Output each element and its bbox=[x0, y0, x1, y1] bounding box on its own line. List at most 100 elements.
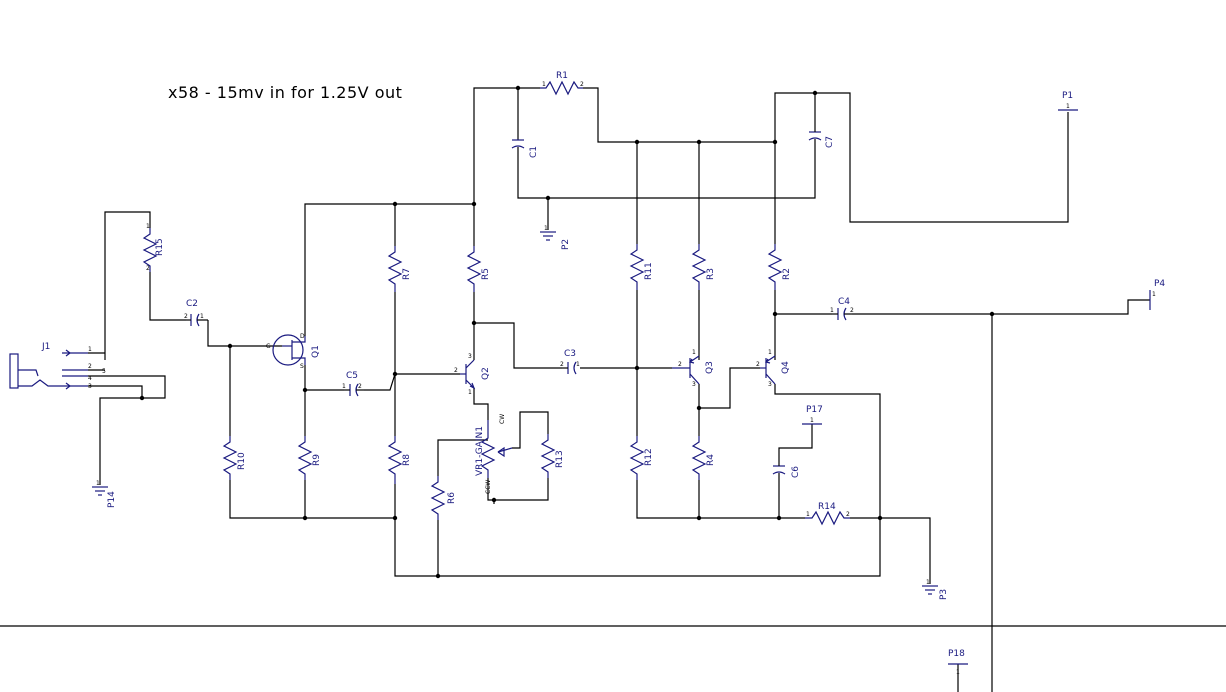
svg-text:R13: R13 bbox=[555, 450, 565, 468]
svg-text:1: 1 bbox=[1066, 103, 1070, 110]
svg-text:1: 1 bbox=[768, 349, 772, 356]
svg-text:1: 1 bbox=[146, 223, 150, 230]
svg-text:2: 2 bbox=[846, 511, 850, 518]
svg-text:5: 5 bbox=[102, 368, 106, 375]
svg-text:CW: CW bbox=[499, 414, 506, 424]
svg-text:R8: R8 bbox=[402, 454, 412, 466]
svg-text:1: 1 bbox=[542, 81, 546, 88]
capacitor-c5: C5 bbox=[344, 371, 364, 397]
resistor-r5: R5 bbox=[466, 246, 491, 292]
svg-text:R6: R6 bbox=[447, 492, 457, 504]
svg-text:R14: R14 bbox=[818, 502, 836, 512]
capacitor-c1: C1 bbox=[511, 130, 539, 160]
svg-text:1: 1 bbox=[806, 511, 810, 518]
resistor-r10: R10 bbox=[222, 436, 247, 480]
ground-p14: P14 bbox=[92, 486, 117, 508]
svg-text:R2: R2 bbox=[782, 268, 792, 280]
svg-text:1: 1 bbox=[88, 346, 92, 353]
svg-text:3: 3 bbox=[768, 381, 772, 388]
svg-text:1: 1 bbox=[956, 669, 960, 676]
svg-text:R15: R15 bbox=[155, 238, 165, 256]
svg-text:P17: P17 bbox=[806, 405, 823, 415]
svg-text:R5: R5 bbox=[481, 268, 491, 280]
svg-text:S: S bbox=[300, 363, 304, 370]
svg-text:2: 2 bbox=[454, 367, 458, 374]
transistor-q1: Q1 bbox=[272, 334, 321, 366]
ground-p3: P3 bbox=[922, 585, 949, 600]
resistor-r1: R1 bbox=[540, 71, 583, 96]
svg-text:1: 1 bbox=[468, 389, 472, 396]
port-p4: P4 bbox=[1149, 279, 1165, 310]
svg-text:1: 1 bbox=[1152, 291, 1156, 298]
svg-text:3: 3 bbox=[692, 381, 696, 388]
svg-text:1: 1 bbox=[830, 307, 834, 314]
capacitor-c6: C6 bbox=[772, 462, 801, 482]
svg-text:Q4: Q4 bbox=[781, 361, 791, 374]
wires bbox=[0, 87, 1226, 692]
transistor-q3: Q3 bbox=[672, 355, 715, 385]
svg-text:C3: C3 bbox=[564, 349, 576, 359]
pin-numbers: 1 2 1 2 1 2 4 3 5 2 1 1 2 2 1 1 2 1 2 3 … bbox=[88, 81, 1156, 676]
svg-text:C6: C6 bbox=[791, 466, 801, 478]
svg-text:2: 2 bbox=[146, 265, 150, 272]
transistor-q4: Q4 bbox=[760, 355, 791, 385]
svg-text:R7: R7 bbox=[402, 268, 412, 280]
svg-text:2: 2 bbox=[358, 383, 362, 390]
svg-text:R4: R4 bbox=[706, 454, 716, 466]
svg-text:3: 3 bbox=[88, 383, 92, 390]
svg-text:P14: P14 bbox=[107, 491, 117, 508]
connector-j1: J1 bbox=[9, 342, 88, 390]
svg-text:R9: R9 bbox=[312, 454, 322, 466]
junctions bbox=[139, 85, 995, 579]
svg-text:Q1: Q1 bbox=[311, 345, 321, 358]
svg-text:2: 2 bbox=[580, 81, 584, 88]
svg-text:2: 2 bbox=[88, 363, 92, 370]
capacitor-c7: C7 bbox=[808, 128, 835, 150]
port-p18: P18 bbox=[948, 649, 968, 665]
resistor-r7: R7 bbox=[387, 246, 412, 292]
potentiometer-vr1: VR1-GAIN1 CW CCW bbox=[475, 414, 513, 494]
svg-text:C5: C5 bbox=[346, 371, 358, 381]
capacitor-c2: C2 bbox=[186, 299, 208, 327]
svg-text:P2: P2 bbox=[561, 239, 571, 250]
resistor-r14: R14 bbox=[805, 502, 850, 526]
resistor-r12: R12 bbox=[629, 436, 654, 480]
svg-text:2: 2 bbox=[678, 361, 682, 368]
svg-text:P3: P3 bbox=[939, 589, 949, 600]
svg-text:P4: P4 bbox=[1154, 279, 1165, 289]
resistor-r15: R15 bbox=[142, 228, 165, 272]
transistor-q2: Q2 bbox=[460, 359, 491, 390]
svg-text:1: 1 bbox=[544, 225, 548, 232]
svg-text:1: 1 bbox=[342, 383, 346, 390]
svg-text:R1: R1 bbox=[556, 71, 568, 81]
svg-text:2: 2 bbox=[756, 361, 760, 368]
port-p17: P17 bbox=[802, 405, 823, 425]
svg-text:CCW: CCW bbox=[485, 480, 492, 494]
svg-text:C4: C4 bbox=[838, 297, 850, 307]
resistor-r13: R13 bbox=[540, 434, 565, 478]
svg-text:C1: C1 bbox=[529, 146, 539, 158]
svg-text:P1: P1 bbox=[1062, 91, 1073, 101]
svg-text:R12: R12 bbox=[644, 448, 654, 466]
svg-text:2: 2 bbox=[850, 307, 854, 314]
svg-text:3: 3 bbox=[468, 353, 472, 360]
svg-text:1: 1 bbox=[926, 579, 930, 586]
ground-p2: P2 bbox=[540, 231, 571, 250]
svg-text:R3: R3 bbox=[706, 268, 716, 280]
svg-text:2: 2 bbox=[560, 361, 564, 368]
svg-text:1: 1 bbox=[576, 361, 580, 368]
capacitor-c4: C4 bbox=[832, 297, 852, 321]
svg-text:VR1-GAIN1: VR1-GAIN1 bbox=[475, 426, 485, 476]
resistor-r9: R9 bbox=[297, 436, 322, 480]
svg-text:1: 1 bbox=[200, 313, 204, 320]
resistor-r4: R4 bbox=[691, 436, 716, 480]
svg-text:G: G bbox=[266, 343, 271, 350]
resistor-r2: R2 bbox=[767, 244, 792, 290]
svg-text:D: D bbox=[300, 333, 305, 340]
svg-text:P18: P18 bbox=[948, 649, 965, 659]
capacitor-c3: C3 bbox=[562, 349, 577, 375]
svg-text:1: 1 bbox=[692, 349, 696, 356]
svg-text:4: 4 bbox=[88, 375, 92, 382]
svg-text:1: 1 bbox=[96, 480, 100, 487]
